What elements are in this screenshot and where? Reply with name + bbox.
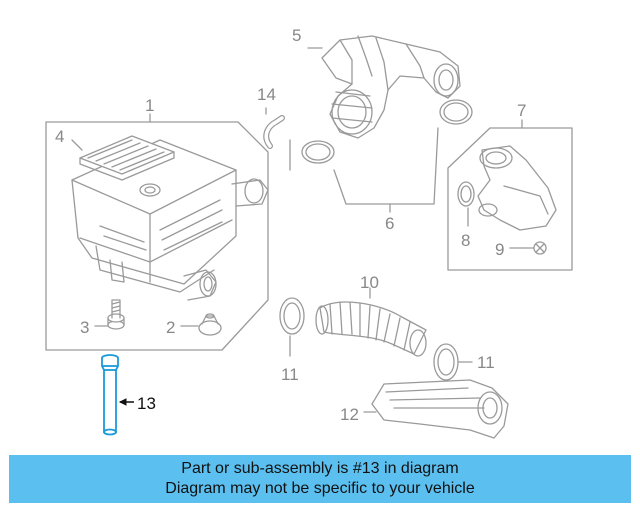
callout-7: 7 bbox=[517, 101, 526, 120]
air-filter-element bbox=[79, 135, 175, 181]
callout-3: 3 bbox=[80, 318, 89, 337]
seal-part8 bbox=[457, 181, 475, 207]
callout-10: 10 bbox=[360, 273, 379, 292]
callout-13: 13 bbox=[137, 394, 156, 413]
callout-11-left: 11 bbox=[281, 365, 299, 384]
air-intake-diagram: 1 2 3 4 5 6 7 8 9 10 11 11 12 13 14 bbox=[45, 26, 573, 439]
caption-line-part-number: Part or sub-assembly is #13 in diagram bbox=[181, 460, 459, 477]
caption-line-disclaimer: Diagram may not be specific to your vehi… bbox=[165, 480, 475, 497]
callout-12: 12 bbox=[340, 405, 359, 424]
hose-part14 bbox=[263, 107, 285, 149]
clamp-part11-left bbox=[279, 297, 305, 357]
callout-4: 4 bbox=[55, 127, 64, 146]
intake-duct-part5 bbox=[307, 35, 461, 139]
corrugated-hose-part10 bbox=[315, 287, 427, 357]
callout-2: 2 bbox=[166, 318, 175, 337]
leader-lines bbox=[71, 139, 525, 327]
screw-part9 bbox=[523, 241, 547, 255]
part1-frame bbox=[45, 113, 269, 351]
bolt-part3 bbox=[107, 299, 125, 330]
air-guide-part12 bbox=[363, 379, 509, 439]
callout-5: 5 bbox=[292, 26, 301, 45]
resonator-part7 bbox=[477, 145, 557, 231]
callout-11-right: 11 bbox=[477, 353, 495, 372]
callout-6: 6 bbox=[385, 214, 394, 233]
clamp-part6 bbox=[301, 99, 473, 213]
callout-9: 9 bbox=[495, 240, 504, 259]
grommet-part2 bbox=[198, 313, 222, 336]
clamp-part11-right bbox=[433, 343, 473, 381]
part7-frame bbox=[447, 119, 573, 271]
callout-8: 8 bbox=[461, 231, 470, 250]
callout-1: 1 bbox=[145, 96, 154, 115]
diagram-caption-banner: Part or sub-assembly is #13 in diagram D… bbox=[9, 455, 631, 503]
callout-14: 14 bbox=[257, 85, 276, 104]
highlighted-pipe-part13 bbox=[101, 354, 134, 436]
